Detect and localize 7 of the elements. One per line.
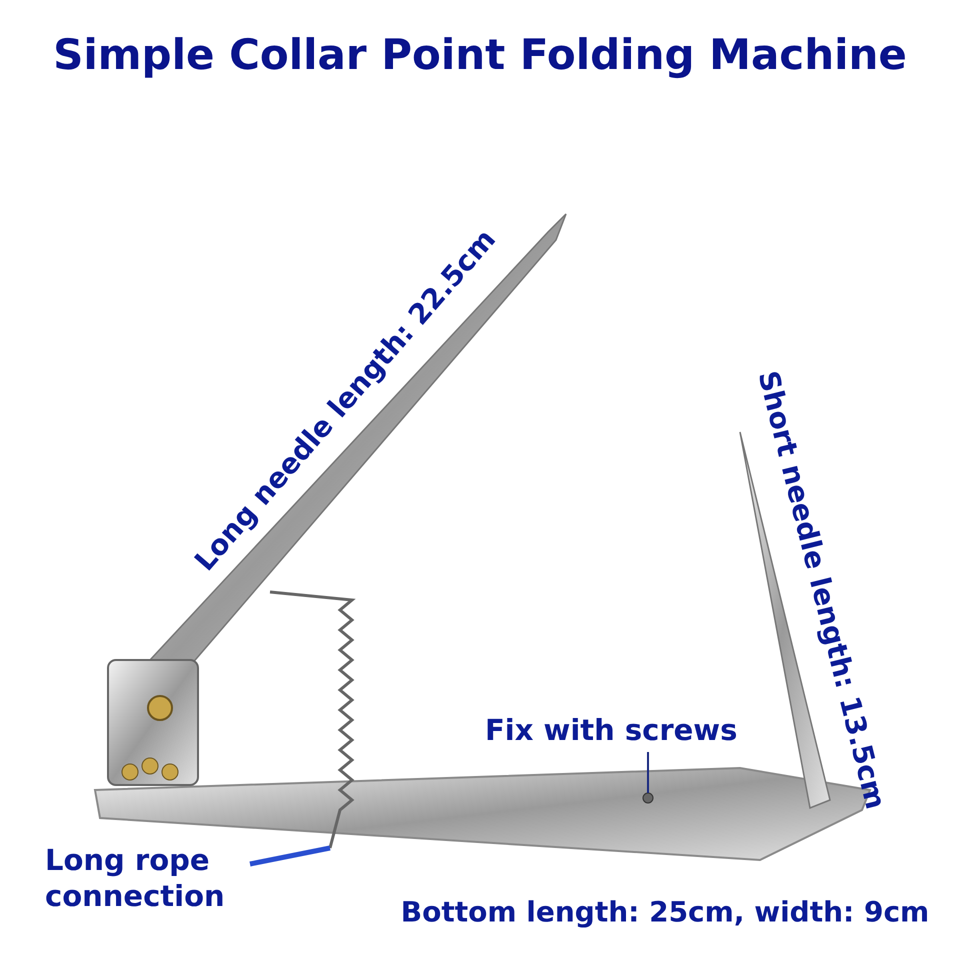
dimension-label: Bottom length: 25cm, width: 9cm <box>400 896 930 928</box>
leader-line <box>250 846 330 866</box>
leader-line <box>647 752 649 793</box>
dimension-label: Short needle length: 13.5cm <box>752 368 892 812</box>
callout-text: Long rope connection <box>45 842 250 914</box>
callout-text: Fix with screws <box>485 712 750 748</box>
title: Simple Collar Point Folding Machine <box>52 30 908 79</box>
